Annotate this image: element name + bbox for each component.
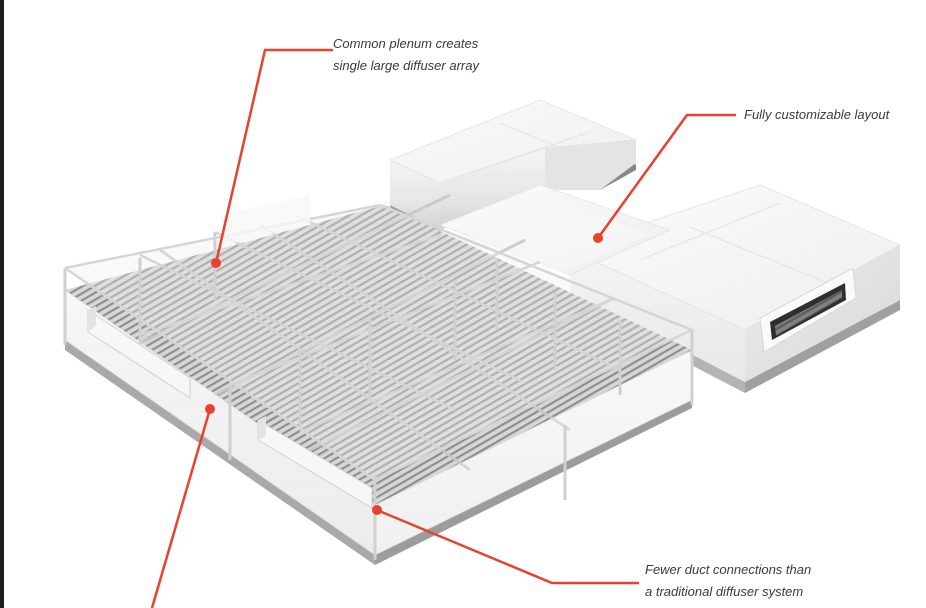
dot-fewer-duct-connections <box>372 505 382 515</box>
dot-grille <box>205 404 215 414</box>
callout-leaders <box>150 48 736 608</box>
leader-customizable-layout <box>596 113 736 239</box>
callout-line: Fewer duct connections than <box>645 562 812 577</box>
dot-common-plenum <box>211 258 221 268</box>
upper-module <box>388 99 637 240</box>
main-plenum <box>63 193 696 565</box>
callout-line: single large diffuser array <box>333 58 479 73</box>
callout-common-plenum: Common plenum creates single large diffu… <box>333 33 479 77</box>
callout-line: a traditional diffuser system <box>645 584 804 599</box>
left-edge-strip <box>0 0 4 608</box>
dot-customizable-layout <box>593 233 603 243</box>
front-duct-collar-left <box>87 306 191 399</box>
callout-dots <box>205 233 603 515</box>
leader-common-plenum <box>214 48 333 264</box>
leader-fewer-duct-connections <box>376 508 639 585</box>
leader-grille <box>150 408 212 608</box>
callout-line: Common plenum creates <box>333 36 479 51</box>
callout-fewer-duct-connections: Fewer duct connections than a traditiona… <box>645 559 811 603</box>
front-duct-collar-right <box>257 416 373 509</box>
callout-line: Fully customizable layout <box>744 107 890 122</box>
callout-customizable-layout: Fully customizable layout <box>744 104 889 126</box>
